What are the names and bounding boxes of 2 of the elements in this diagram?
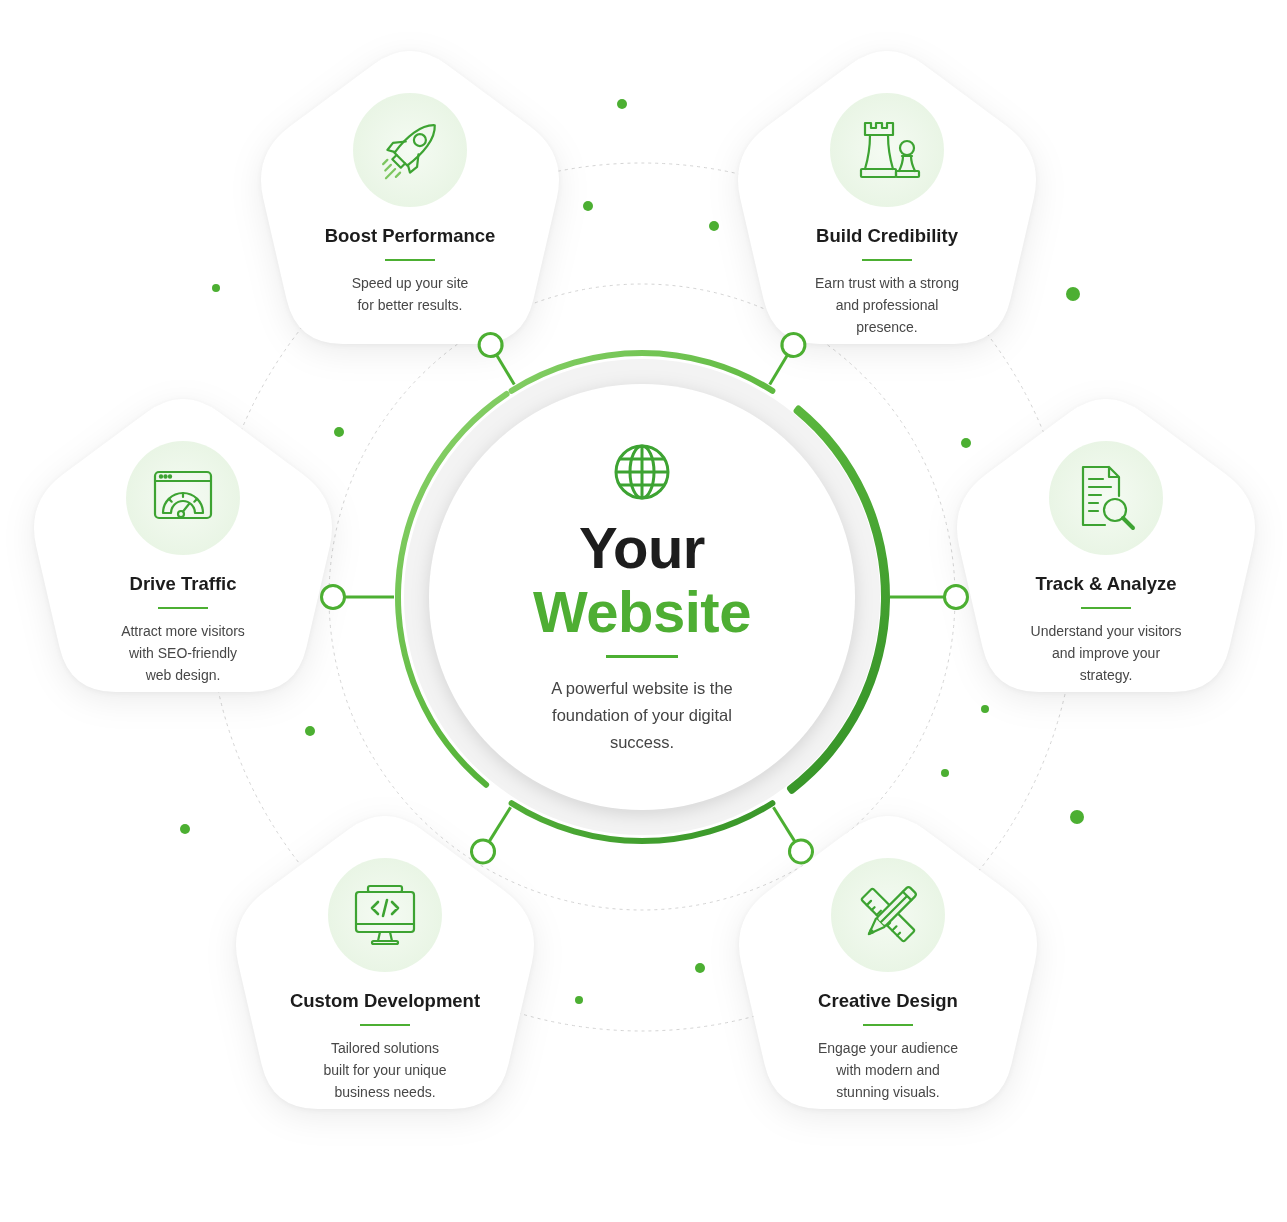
hub-title: Your Website xyxy=(533,516,751,644)
hub-description: A powerful website is the foundation of your digital success. xyxy=(550,678,734,753)
